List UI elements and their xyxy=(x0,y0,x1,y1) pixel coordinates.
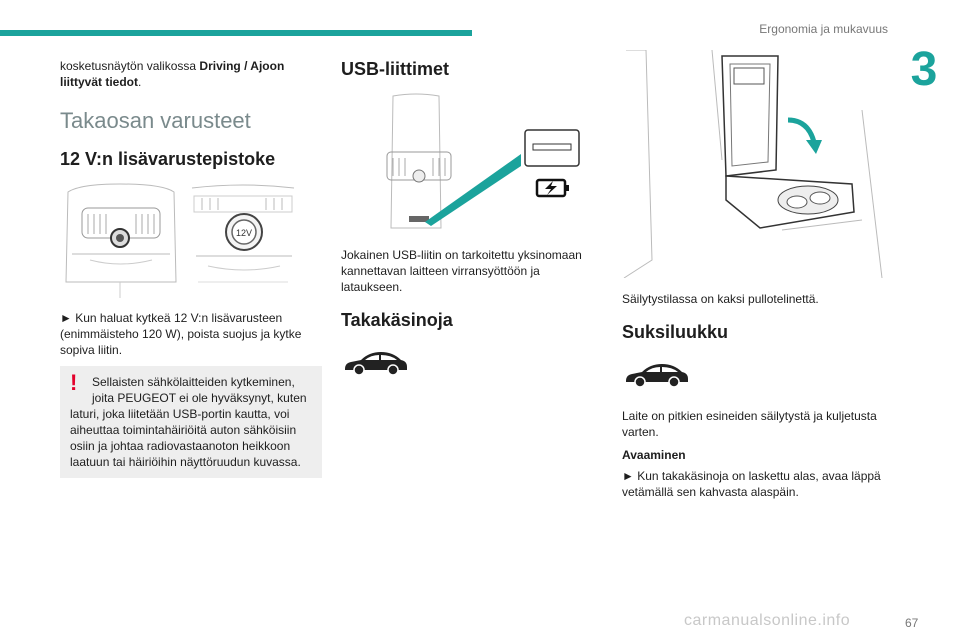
column-left: kosketusnäytön valikossa Driving / Ajoon… xyxy=(60,58,322,478)
warning-exclamation-icon: ! xyxy=(70,370,78,395)
warning-text-first: Sellaisten sähkölaitteiden kytkeminen, j… xyxy=(92,375,307,405)
usb-port-icon xyxy=(524,129,580,167)
intro-paragraph: kosketusnäytön valikossa Driving / Ajoon… xyxy=(60,59,285,89)
socket-figures: 12V xyxy=(60,182,322,300)
subheading-12v: 12 V:n lisävarustepistoke xyxy=(60,149,276,169)
chapter-number: 3 xyxy=(910,43,938,96)
rear-console-illustration xyxy=(60,182,182,300)
car-side-icon xyxy=(626,364,688,388)
usb-heading: USB-liittimet xyxy=(341,59,449,79)
armrest-heading: Takakäsinoja xyxy=(341,310,453,330)
watermark: carmanualsonline.info xyxy=(684,612,851,629)
usb-description: Jokainen USB-liitin on tarkoitettu yksin… xyxy=(341,248,582,294)
socket-label: 12V xyxy=(236,228,252,238)
ski-hatch-description: Laite on pitkien esineiden säilytystä ja… xyxy=(622,409,877,439)
socket-closeup-illustration: 12V xyxy=(188,182,298,300)
section-heading: Takaosan varusteet xyxy=(60,108,251,133)
ski-hatch-heading: Suksiluukku xyxy=(622,322,729,342)
page-number: 67 xyxy=(905,616,919,630)
usb-illustration xyxy=(386,93,580,229)
column-middle: USB-liittimet Jokainen USB-liitin on tar… xyxy=(341,58,591,396)
car-side-icon xyxy=(345,352,407,376)
arrow-curved-icon xyxy=(787,117,822,154)
storage-compartment-illustration xyxy=(623,49,883,279)
opening-instruction: ► Kun takakäsinoja on laskettu alas, ava… xyxy=(622,469,881,499)
opening-heading: Avaaminen xyxy=(622,448,686,462)
battery-charging-icon xyxy=(535,178,569,198)
header-accent-bar xyxy=(0,30,472,36)
instruction-12v: ► Kun haluat kytkeä 12 V:n lisävarusteen… xyxy=(60,311,302,357)
section-title: Ergonomia ja mukavuus xyxy=(759,22,888,36)
warning-text-rest: laturi, joka liitetään USB-portin kautta… xyxy=(70,407,301,469)
warning-box: ! Sellaisten sähkölaitteiden kytkeminen,… xyxy=(60,366,322,478)
storage-description: Säilytystilassa on kaksi pullotelinettä. xyxy=(622,292,819,306)
column-right: Säilytystilassa on kaksi pullotelinettä.… xyxy=(622,49,890,508)
